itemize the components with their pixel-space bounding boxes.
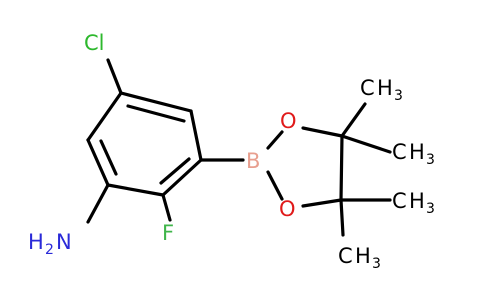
atom-n-subscript: 2 xyxy=(45,242,54,258)
methyl-right-h: H xyxy=(409,140,425,164)
methyl-right-3: 3 xyxy=(426,152,435,168)
ring-bond-top-right-inner xyxy=(126,104,186,123)
atom-n: N xyxy=(56,230,72,254)
bond-b-o-bottom xyxy=(266,170,284,201)
atom-n-h: H xyxy=(28,230,44,254)
methyl-upper-right-3: 3 xyxy=(394,88,403,104)
methyl-right-c: C xyxy=(392,140,407,164)
methyl-lower-right-3: 3 xyxy=(426,201,435,217)
atom-cl: Cl xyxy=(84,31,105,55)
atom-b: B xyxy=(246,149,260,173)
methyl-bottom-h: H xyxy=(355,244,371,268)
methyl-lower-right-h: H xyxy=(409,189,425,213)
bond-c-c-ring xyxy=(339,134,344,202)
ring-bond-bottom-right-inner xyxy=(159,157,191,185)
ring-bond-bottom-left xyxy=(106,183,165,197)
ring-bond-top-right xyxy=(119,91,193,113)
atom-f: F xyxy=(162,221,174,245)
ring-bond-left-inner xyxy=(99,139,118,176)
bond-c-n xyxy=(86,183,110,224)
ring-bond-top-left xyxy=(86,91,123,142)
bond-o-top-c xyxy=(301,126,344,138)
atom-o-bottom: O xyxy=(279,197,296,221)
bond-methyl-upper-right xyxy=(340,102,367,138)
bond-b-o-top xyxy=(266,130,284,150)
methyl-lower-right-c: C xyxy=(392,189,407,213)
atom-o-top: O xyxy=(280,109,297,133)
atom-labels: Cl F H 2 N B O O C H 3 C H 3 C H 3 C H 3 xyxy=(28,31,435,272)
bond-group xyxy=(86,58,392,237)
ring-bond-left xyxy=(86,138,110,187)
methyl-upper-right-h: H xyxy=(377,76,393,100)
bond-c-cl xyxy=(106,58,123,95)
ring-bond-bottom-right xyxy=(161,158,203,197)
bond-c-f xyxy=(161,193,172,222)
ring-bond-right xyxy=(189,109,203,162)
bond-methyl-bottom xyxy=(339,198,345,237)
methyl-upper-right-c: C xyxy=(360,76,375,100)
methyl-bottom-3: 3 xyxy=(372,256,381,272)
methyl-bottom-c: C xyxy=(338,244,353,268)
bond-methyl-right xyxy=(340,134,392,154)
bond-o-bottom-c xyxy=(301,198,343,208)
